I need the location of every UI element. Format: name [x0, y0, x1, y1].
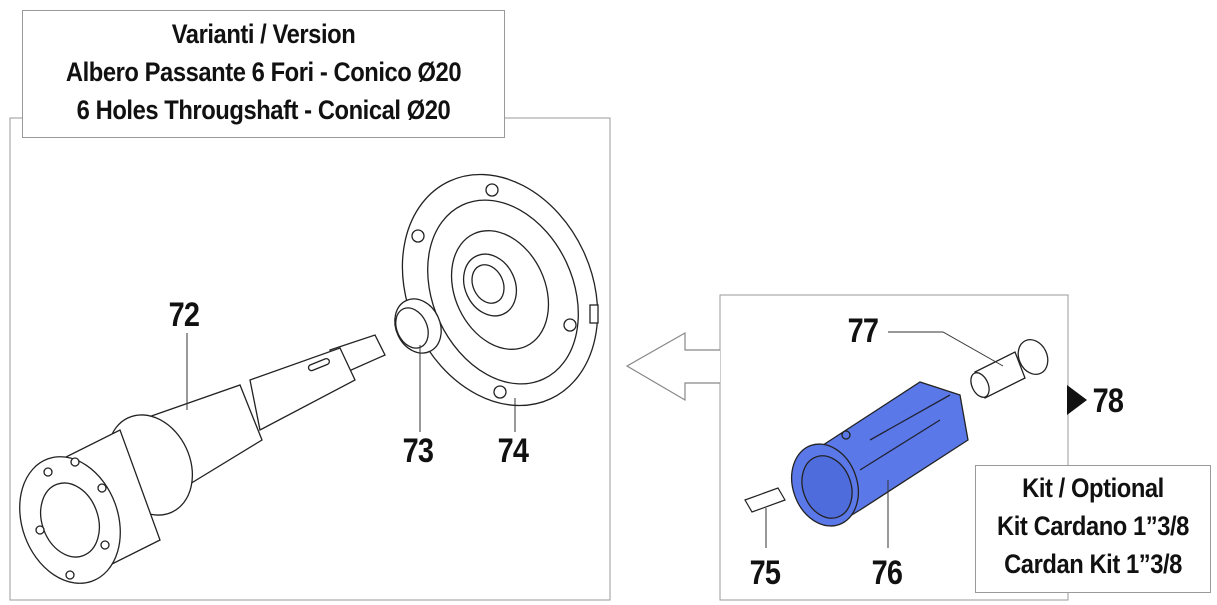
part-number-74: 74 [497, 432, 529, 470]
kit-frame [719, 294, 1069, 601]
variant-title-line3: 6 Holes Througshaft - Conical Ø20 [76, 95, 451, 125]
part-72-shaft [19, 334, 386, 584]
part-74-cover [401, 173, 599, 407]
variant-title-line1: Varianti / Version [171, 19, 356, 49]
part-number-76: 76 [871, 554, 903, 592]
kit-title-line1: Kit / Optional [1022, 473, 1164, 503]
part-75-key [744, 487, 786, 513]
kit-title-line3: Cardan Kit 1”3/8 [1004, 549, 1182, 579]
leader-lines [186, 331, 1004, 548]
triangle-pointer-icon [1067, 385, 1087, 415]
kit-title-line2: Kit Cardano 1”3/8 [997, 511, 1189, 541]
part-number-77: 77 [847, 312, 879, 350]
variant-title-line2: Albero Passante 6 Fori - Conico Ø20 [65, 57, 462, 87]
part-number-78: 78 [1092, 382, 1124, 420]
variant-title-box: Varianti / Version Albero Passante 6 For… [22, 10, 505, 138]
part-number-73: 73 [402, 432, 434, 470]
part-number-75: 75 [749, 554, 781, 592]
part-number-72: 72 [168, 296, 200, 334]
part-76-coupling [791, 381, 969, 527]
kit-title-box: Kit / Optional Kit Cardano 1”3/8 Cardan … [975, 465, 1211, 593]
part-77-screw [970, 338, 1049, 399]
part-73-seal-ring [394, 298, 442, 354]
outline-arrow-left-icon [625, 331, 720, 402]
